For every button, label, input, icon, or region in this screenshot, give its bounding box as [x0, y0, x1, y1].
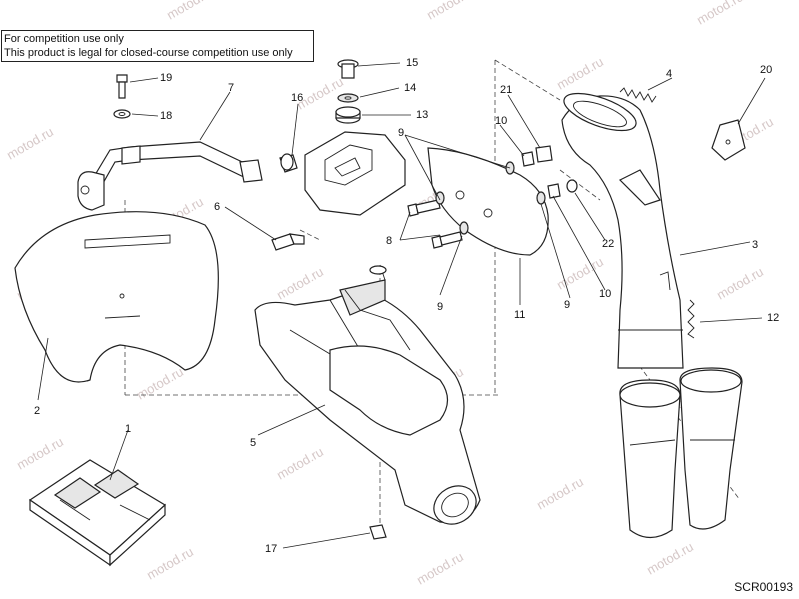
callout-8: 8	[386, 235, 392, 247]
clip-20	[711, 119, 746, 161]
watermark-text: motod.ru	[274, 264, 326, 303]
callout-5: 5	[250, 437, 256, 449]
callout-10-top: 10	[495, 115, 507, 127]
nut-17	[369, 524, 387, 540]
watermark-text: motod.ru	[144, 544, 196, 583]
notice-line-1: For competition use only	[4, 33, 124, 45]
watermark-text: motod.ru	[694, 0, 746, 28]
screw-8-upper	[407, 199, 441, 217]
callout-10-bottom: 10	[599, 288, 611, 300]
callout-22: 22	[602, 238, 614, 250]
spring-4	[619, 87, 657, 103]
screw-8-lower	[431, 231, 463, 249]
watermark-text: motod.ru	[414, 549, 466, 588]
watermark-text: motod.ru	[4, 124, 56, 163]
grommet-16	[279, 153, 298, 173]
callout-11: 11	[514, 309, 525, 321]
clip-21	[535, 145, 553, 163]
callout-9-top: 9	[398, 127, 404, 139]
callout-14: 14	[404, 82, 416, 94]
callout-18: 18	[160, 110, 172, 122]
frame-section	[304, 131, 406, 216]
callout-12: 12	[767, 312, 779, 324]
watermark-text: motod.ru	[424, 0, 476, 23]
callout-6: 6	[214, 201, 220, 213]
watermark-text: motod.ru	[554, 254, 606, 293]
watermark-text: motod.ru	[554, 54, 606, 93]
callout-2: 2	[34, 405, 40, 417]
callout-21: 21	[500, 84, 512, 96]
muffler-5	[254, 264, 481, 525]
callout-17: 17	[265, 543, 277, 555]
heat-shield-plate	[14, 211, 219, 383]
leader-lines	[37, 62, 766, 549]
drawing-code: SCR00193	[734, 580, 793, 594]
callout-16: 16	[291, 92, 303, 104]
ecu-module	[28, 459, 167, 567]
callout-3: 3	[752, 239, 758, 251]
spacer-15	[337, 59, 359, 79]
watermark-text: motod.ru	[274, 444, 326, 483]
washer-18	[113, 109, 131, 119]
lower-pipes	[619, 367, 743, 539]
callout-labels: 1 2 3 4 5 6 7 8 9 9 9 10 10 11 12 13 14 …	[34, 57, 779, 555]
callout-9-bottom: 9	[437, 301, 443, 313]
callout-4: 4	[666, 68, 672, 80]
callout-20: 20	[760, 64, 772, 76]
washer-14	[337, 93, 359, 103]
mounting-bracket	[77, 141, 263, 211]
spring-12	[687, 299, 695, 339]
watermark-text: motod.ru	[164, 0, 216, 23]
bushing-22	[566, 179, 578, 193]
notice-line-2: This product is legal for closed-course …	[4, 47, 293, 59]
watermark-text: motod.ru	[134, 364, 186, 403]
nut-10-set	[521, 151, 561, 199]
callout-7: 7	[228, 82, 234, 94]
callout-1: 1	[125, 423, 131, 435]
callout-13: 13	[416, 109, 428, 121]
watermark-text: motod.ru	[714, 264, 766, 303]
bolt-19	[116, 74, 128, 99]
screw-6	[271, 233, 305, 251]
watermark-text: motod.ru	[644, 539, 696, 578]
heat-guard-11	[427, 147, 549, 256]
rubber-damper-13	[335, 106, 361, 124]
callout-9-right: 9	[564, 299, 570, 311]
competition-notice: For competition use only This product is…	[1, 30, 314, 62]
watermark-text: motod.ru	[534, 474, 586, 513]
watermark-text: motod.ru	[14, 434, 66, 473]
callout-15: 15	[406, 57, 418, 69]
callout-19: 19	[160, 72, 172, 84]
exhaust-pipe-3	[561, 92, 684, 369]
